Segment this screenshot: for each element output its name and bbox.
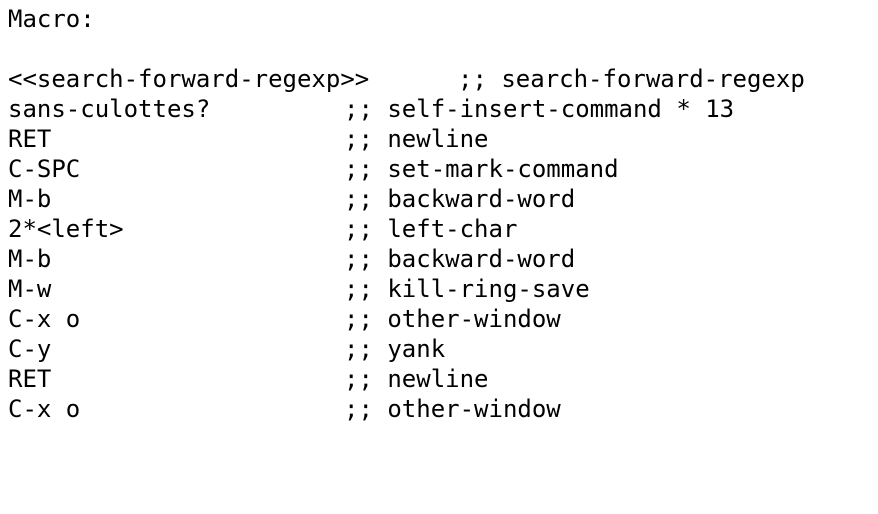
macro-comment: ;; left-char — [344, 215, 518, 243]
macro-comment: ;; other-window — [344, 305, 561, 333]
macro-key: M-b — [8, 245, 52, 273]
macro-editor-buffer[interactable]: Macro: <<search-forward-regexp>> ;; sear… — [8, 4, 805, 424]
macro-key: sans-culottes? — [8, 95, 211, 123]
macro-key: RET — [8, 125, 52, 153]
macro-comment: ;; search-forward-regexp — [458, 65, 805, 93]
macro-key: M-b — [8, 185, 52, 213]
macro-header-line: Macro: — [8, 4, 95, 34]
macro-line: <<search-forward-regexp>> ;; search-forw… — [8, 64, 805, 94]
macro-line: M-w ;; kill-ring-save — [8, 274, 590, 304]
macro-key: M-w — [8, 275, 52, 303]
macro-key: <<search-forward-regexp>> — [8, 65, 370, 93]
macro-comment: ;; newline — [344, 125, 489, 153]
macro-comment: ;; self-insert-command * 13 — [344, 95, 735, 123]
macro-key: RET — [8, 365, 52, 393]
macro-label: Macro: — [8, 5, 95, 33]
macro-comment: ;; yank — [344, 335, 446, 363]
macro-key: C-SPC — [8, 155, 81, 183]
macro-comment: ;; newline — [344, 365, 489, 393]
macro-key: C-x o — [8, 305, 81, 333]
macro-comment: ;; other-window — [344, 395, 561, 423]
macro-line: sans-culottes? ;; self-insert-command * … — [8, 94, 734, 124]
macro-key: C-x o — [8, 395, 81, 423]
macro-line: C-y ;; yank — [8, 334, 445, 364]
macro-key: 2*<left> — [8, 215, 124, 243]
macro-line: RET ;; newline — [8, 124, 489, 154]
macro-comment: ;; kill-ring-save — [344, 275, 590, 303]
macro-line: C-SPC ;; set-mark-command — [8, 154, 619, 184]
macro-comment: ;; backward-word — [344, 185, 576, 213]
macro-line: M-b ;; backward-word — [8, 184, 575, 214]
macro-line: M-b ;; backward-word — [8, 244, 575, 274]
macro-line: C-x o ;; other-window — [8, 304, 561, 334]
macro-line: 2*<left> ;; left-char — [8, 214, 517, 244]
macro-comment: ;; backward-word — [344, 245, 576, 273]
macro-line: RET ;; newline — [8, 364, 489, 394]
macro-line: C-x o ;; other-window — [8, 394, 561, 424]
macro-comment: ;; set-mark-command — [344, 155, 619, 183]
macro-key: C-y — [8, 335, 52, 363]
